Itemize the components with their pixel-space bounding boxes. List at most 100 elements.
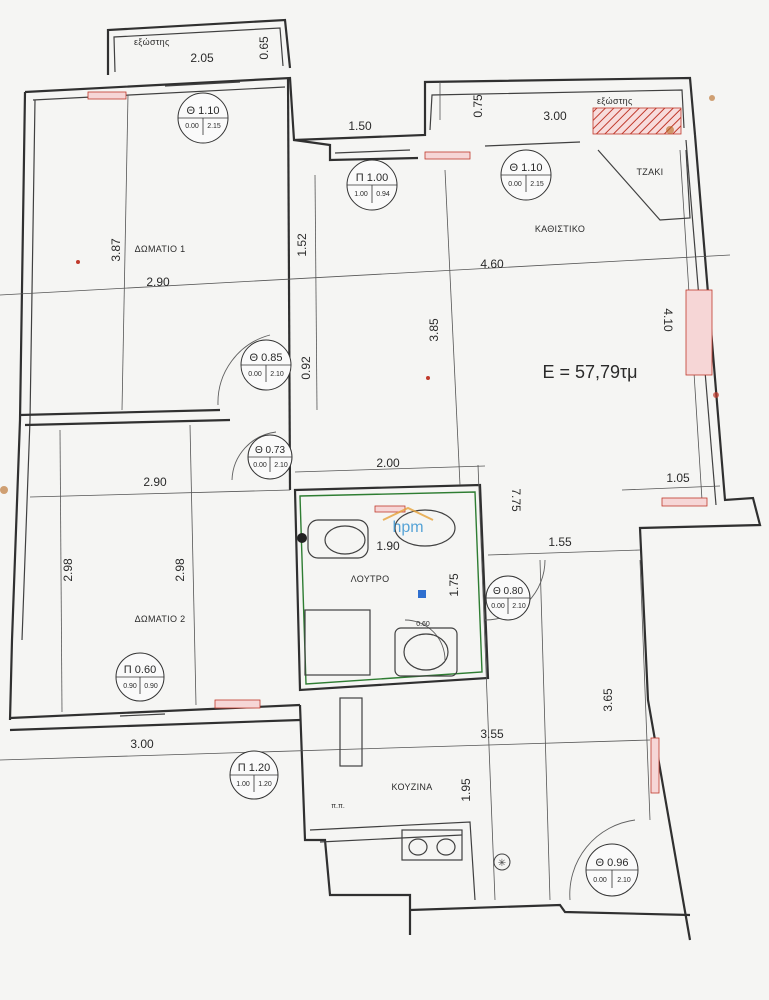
- svg-text:0.00: 0.00: [491, 603, 505, 610]
- svg-text:0.00: 0.00: [248, 371, 262, 378]
- svg-text:0.90: 0.90: [144, 683, 158, 690]
- badge-1: Π 1.00 1.00 0.94: [346, 159, 398, 211]
- radiator-kitchen: [650, 737, 660, 794]
- dim-195: 1.95: [459, 778, 473, 802]
- svg-text:2.15: 2.15: [207, 123, 221, 130]
- svg-text:2.10: 2.10: [270, 371, 284, 378]
- svg-text:Θ 0.80: Θ 0.80: [493, 586, 523, 597]
- label-bathroom: ΛΟΥΤΡΟ: [351, 574, 390, 584]
- dim-150: 1.50: [348, 119, 372, 133]
- dim-balcony-left-w: 2.05: [190, 51, 214, 65]
- badge-7: Π 1.20 1.00 1.20: [229, 750, 279, 800]
- dim-092: 0.92: [299, 356, 313, 380]
- svg-text:2.10: 2.10: [617, 877, 631, 884]
- svg-text:Π 0.60: Π 0.60: [124, 664, 156, 676]
- dim-385: 3.85: [427, 318, 441, 342]
- badge-2: Θ 1.10 0.00 2.15: [500, 149, 552, 201]
- svg-text:2.10: 2.10: [274, 462, 288, 469]
- svg-text:✳: ✳: [498, 858, 506, 869]
- watermark-logo: hpm: [382, 506, 434, 536]
- svg-text:Π 1.00: Π 1.00: [356, 172, 388, 184]
- radiator-living-right: [661, 497, 708, 507]
- shower: [304, 609, 371, 676]
- badge-8: Θ 0.96 0.00 2.10: [585, 843, 639, 897]
- svg-text:Π 1.20: Π 1.20: [238, 762, 270, 774]
- bathroom-fixtures: [297, 509, 458, 677]
- dimension-labels: 2.05 0.65 0.75 3.00 1.50 1.52 3.87 2.90 …: [61, 36, 690, 802]
- kitchen-sink: [401, 829, 463, 861]
- paper-marks: [0, 95, 719, 494]
- svg-text:Θ 0.96: Θ 0.96: [595, 857, 628, 869]
- dim-300: 3.00: [130, 737, 154, 751]
- dim-060: 0.60: [416, 621, 430, 628]
- dim-balcony-right-w: 3.00: [543, 109, 567, 123]
- dim-775: 7.75: [509, 488, 523, 512]
- svg-text:0.94: 0.94: [376, 191, 390, 198]
- dim-298-left: 2.98: [61, 558, 75, 582]
- kitchen-fixtures: ✳: [339, 697, 511, 871]
- svg-text:0.00: 0.00: [508, 181, 522, 188]
- room-labels: εξώστης εξώστης ΔΩΜΑΤΙΟ 1 ΚΑΘΙΣΤΙΚΟ ΤΖΑΚ…: [134, 37, 663, 810]
- badge-3: Θ 0.85 0.00 2.10: [240, 339, 292, 391]
- label-balcony-right: εξώστης: [597, 96, 633, 106]
- tile-icon: [418, 590, 426, 598]
- hob-icon: [493, 853, 511, 871]
- radiator-bedroom1: [87, 91, 127, 100]
- dim-365: 3.65: [601, 688, 615, 712]
- dim-155: 1.55: [548, 535, 572, 549]
- window-openings: [119, 81, 581, 717]
- dim-balcony-right-d: 0.75: [471, 94, 485, 118]
- drain-icon: [297, 533, 307, 543]
- sink: [394, 627, 458, 677]
- svg-text:0.00: 0.00: [185, 123, 199, 130]
- radiator-living-top: [424, 151, 471, 160]
- badge-4: Θ 0.73 0.00 2.10: [247, 434, 293, 480]
- label-bedroom1: ΔΩΜΑΤΙΟ 1: [135, 244, 186, 254]
- bidet: [394, 509, 456, 547]
- label-balcony-left: εξώστης: [134, 37, 170, 47]
- dim-200: 2.00: [376, 456, 400, 470]
- fireplace: [597, 149, 691, 221]
- dim-460: 4.60: [480, 257, 504, 271]
- dim-190: 1.90: [376, 539, 400, 553]
- svg-text:Θ 0.85: Θ 0.85: [249, 352, 282, 364]
- badge-6: Π 0.60 0.90 0.90: [115, 652, 165, 702]
- opening-badges: Θ 1.10 0.00 2.15 Π 1.00 1.00 0.94 Θ 1.10…: [115, 92, 639, 897]
- label-bedroom2: ΔΩΜΑΤΙΟ 2: [135, 614, 186, 624]
- dim-152: 1.52: [295, 233, 309, 257]
- toilet: [307, 519, 369, 559]
- svg-text:2.15: 2.15: [530, 181, 544, 188]
- label-total-area: E = 57,79τμ: [542, 362, 637, 382]
- badge-0: Θ 1.10 0.00 2.15: [177, 92, 229, 144]
- label-fireplace: ΤΖΑΚΙ: [636, 167, 663, 177]
- dimension-lines: [0, 82, 731, 901]
- svg-text:2.10: 2.10: [512, 603, 526, 610]
- svg-text:1.20: 1.20: [258, 781, 272, 788]
- svg-text:hpm: hpm: [392, 519, 423, 536]
- label-living: ΚΑΘΙΣΤΙΚΟ: [535, 224, 585, 234]
- radiators: [87, 91, 713, 794]
- label-pp: π.π.: [331, 803, 345, 810]
- dim-355: 3.55: [480, 727, 504, 741]
- svg-text:0.90: 0.90: [123, 683, 137, 690]
- dim-290-top: 2.90: [146, 275, 170, 289]
- label-kitchen: ΚΟΥΖΙΝΑ: [391, 782, 432, 792]
- living-cabinet: [685, 289, 713, 376]
- radiator-bedroom2: [214, 699, 261, 709]
- svg-text:Θ 0.73: Θ 0.73: [255, 445, 285, 456]
- kitchen-shelf: [339, 697, 363, 767]
- svg-text:1.00: 1.00: [354, 191, 368, 198]
- dim-105: 1.05: [666, 471, 690, 485]
- dim-175: 1.75: [447, 573, 461, 597]
- dim-410: 4.10: [661, 308, 675, 332]
- dim-balcony-left-d: 0.65: [257, 36, 271, 60]
- svg-text:0.00: 0.00: [593, 877, 607, 884]
- svg-text:Θ 1.10: Θ 1.10: [509, 162, 542, 174]
- svg-text:Θ 1.10: Θ 1.10: [186, 105, 219, 117]
- badge-5: Θ 0.80 0.00 2.10: [485, 575, 531, 621]
- svg-text:1.00: 1.00: [236, 781, 250, 788]
- dim-387: 3.87: [109, 238, 123, 262]
- dim-290-mid: 2.90: [143, 475, 167, 489]
- svg-text:0.00: 0.00: [253, 462, 267, 469]
